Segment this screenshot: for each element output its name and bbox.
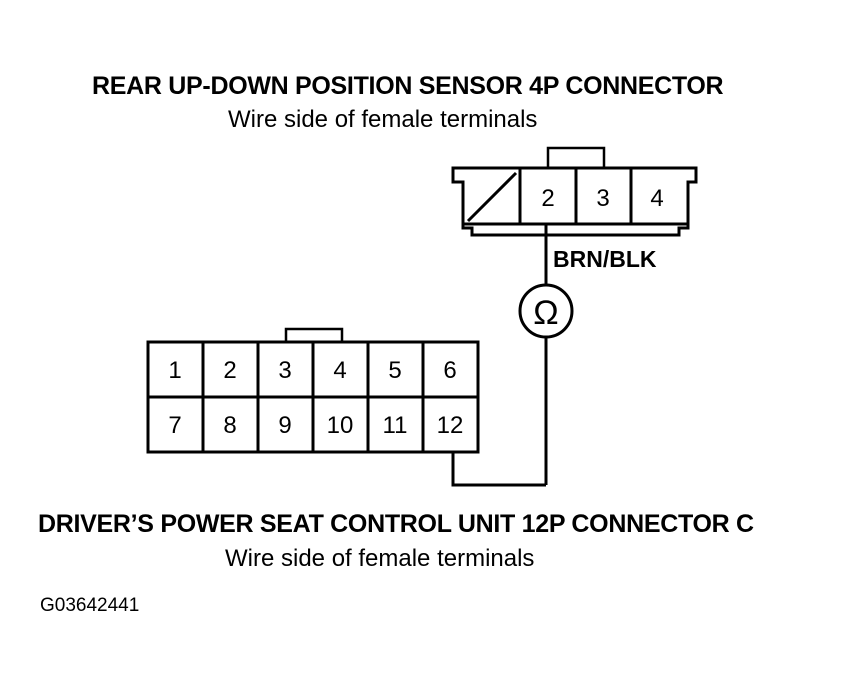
sensor-connector-subtitle: Wire side of female terminals [228,106,538,133]
control-terminal-7: 7 [168,412,181,439]
control-terminal-5: 5 [388,357,401,384]
control-unit-12p-connector [146,327,480,454]
figure-code: G03642441 [40,595,140,616]
control-terminal-12: 12 [437,412,464,439]
wire-color-label: BRN/BLK [553,246,657,272]
sensor-terminal-2: 2 [541,185,554,212]
ohmmeter-icon [518,283,574,339]
control-connector-subtitle: Wire side of female terminals [225,545,535,572]
sensor-connector-lock-tab [546,146,606,170]
control-terminal-11: 11 [383,412,408,439]
test-wire [451,224,548,487]
control-terminal-1: 1 [168,357,181,384]
empty-cavity-mark [466,171,518,223]
sensor-terminal-3: 3 [596,185,609,212]
sensor-4p-connector [451,146,698,237]
control-connector-lock-tab [284,327,344,342]
ohm-symbol: Ω [533,294,558,332]
control-terminal-3: 3 [278,357,291,384]
control-connector-title: DRIVER’S POWER SEAT CONTROL UNIT 12P CON… [38,510,754,538]
sensor-connector-housing [451,166,698,237]
control-terminal-10: 10 [327,412,354,439]
control-terminal-9: 9 [278,412,291,439]
control-terminal-6: 6 [443,357,456,384]
sensor-connector-title: REAR UP-DOWN POSITION SENSOR 4P CONNECTO… [92,72,724,100]
control-terminal-2: 2 [223,357,236,384]
control-terminal-4: 4 [333,357,346,384]
control-terminal-8: 8 [223,412,236,439]
sensor-terminal-4: 4 [650,185,663,212]
